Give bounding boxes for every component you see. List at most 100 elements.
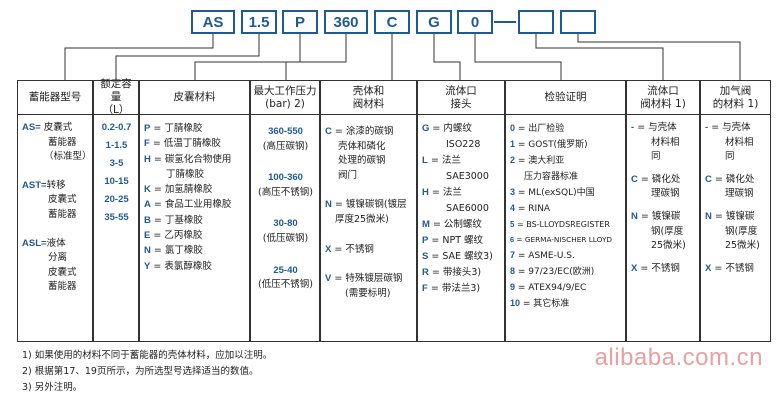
- code-box-pressure: 360: [324, 10, 368, 34]
- cert-item: 1 = GOST(俄罗斯): [510, 139, 588, 151]
- bladder-item: 丁腈橡胶: [166, 168, 205, 180]
- cert-item: 3 = ML(exSQL)中国: [510, 186, 595, 198]
- model-entry-ast: AST=转移 皮囊式 蓄能器: [22, 179, 77, 220]
- capacity-item: 35-55: [104, 212, 129, 223]
- column-header-bladder: 皮囊材料: [140, 81, 249, 115]
- bladder-item: N = 氯丁橡胶: [144, 245, 203, 257]
- connector-cert: [474, 34, 562, 80]
- port-item: M = 公制螺纹: [422, 219, 482, 230]
- model-entry-asl: ASL=液体 分离 皮囊式 蓄能器: [22, 237, 77, 293]
- model-entry-as: AS= 皮囊式 蓄能器 （标准型）: [22, 122, 92, 163]
- column-model: 蓄能器型号 AS= 皮囊式 蓄能器 （标准型） AST=转移 皮囊式 蓄能器 A…: [17, 80, 93, 342]
- code-box-cert: 0: [457, 10, 493, 34]
- column-header-pressure: 最大工作压力 (bar) 2): [251, 81, 319, 115]
- code-box-capacity: 1.5: [241, 10, 277, 34]
- fluid-valve-item: C = 磷化处理碳钢: [631, 173, 681, 200]
- column-body-bladder: P = 丁腈橡胶 F = 低温丁腈橡胶 H = 碳氢化合物使用 丁腈橡胶 K =…: [140, 117, 249, 341]
- column-header-fluid-port: 流体口 接头: [418, 81, 504, 115]
- code-box-fluid-valve: [518, 10, 554, 34]
- cert-item: 7 = ASME-U.S.: [510, 249, 575, 261]
- pressure-item: 100-360(高压不锈钢): [258, 172, 313, 198]
- cert-item: 8 = 97/23/EC(欧洲): [510, 265, 595, 277]
- cert-item: 9 = ATEX94/9/EC: [510, 282, 587, 294]
- connector-lines: [64, 34, 741, 80]
- connector-port: [433, 34, 461, 80]
- cert-item: 5 = BS-LLOYDSREGISTER: [510, 220, 610, 230]
- capacity-item: 10-15: [104, 176, 129, 187]
- column-header-certification: 检验证明: [506, 81, 625, 115]
- port-item: R = 带接头3): [422, 267, 482, 278]
- cert-item: 0 = 出厂检验: [510, 123, 565, 134]
- capacity-item: 20-25: [104, 194, 129, 205]
- pressure-item: 25-40(低压不锈钢): [258, 264, 313, 291]
- gas-valve-item: - = 与壳体材料相同: [705, 122, 754, 163]
- shell-item: X = 不锈钢: [325, 243, 374, 255]
- cert-item: 4 = RINA: [510, 203, 551, 215]
- watermark: alibaba.com.cn: [594, 344, 763, 371]
- column-header-capacity: 额定容量 （L）: [94, 78, 138, 116]
- capacity-item: 1-1.5: [105, 140, 128, 151]
- port-item: P = NPT 螺纹: [422, 235, 484, 246]
- column-pressure: 最大工作压力 (bar) 2) 360-550(高压碳钢) 100-360(高压…: [250, 80, 320, 342]
- column-fluid-valve: 流体口 阀材料 1) - = 与壳体材料相同 C = 磷化处理碳钢 N = 镀镍…: [626, 80, 700, 342]
- fluid-valve-item: - = 与壳体材料相同: [631, 122, 680, 163]
- column-certification: 检验证明 0 = 出厂检验 1 = GOST(俄罗斯) 2 = 澳大利亚压力容器…: [505, 80, 626, 342]
- footnote: 2) 根据第17、19页所示，为所选型号选择适当的数值。: [22, 366, 259, 377]
- pressure-item: 360-550(高压碳钢): [262, 126, 309, 152]
- separator-dash: [494, 21, 516, 23]
- bladder-item: H = 碳氢化合物使用: [144, 153, 232, 165]
- bladder-item: B = 丁基橡胶: [144, 214, 203, 226]
- connector-fluid-valve: [535, 34, 664, 80]
- column-header-model: 蓄能器型号: [18, 81, 92, 115]
- cert-item: 6 = GERMA-NISCHER LLOYD: [510, 235, 613, 245]
- bladder-item: E = 乙丙橡胶: [144, 230, 203, 242]
- fluid-valve-item: X = 不锈钢: [631, 262, 680, 274]
- column-gas-valve: 加气阀 的材料 1) - = 与壳体材料相同 C = 磷化处理碳钢 N = 镀镍…: [700, 80, 771, 342]
- footnote: 1) 如果使用的材料不同于蓄能器的壳体材料，应加以注明。: [22, 350, 273, 361]
- column-bladder: 皮囊材料 P = 丁腈橡胶 F = 低温丁腈橡胶 H = 碳氢化合物使用 丁腈橡…: [139, 80, 250, 342]
- connector-gas-valve: [577, 34, 741, 80]
- gas-valve-item: X = 不锈钢: [705, 262, 754, 274]
- column-body-pressure: 360-550(高压碳钢) 100-360(高压不锈钢) 30-80(低压碳钢)…: [251, 117, 319, 341]
- cert-item: 2 = 澳大利亚压力容器标准: [510, 155, 579, 182]
- bladder-item: P = 丁腈橡胶: [144, 123, 203, 134]
- column-header-shell: 壳体和 阀材料: [321, 81, 416, 115]
- connector-series: [64, 34, 214, 80]
- column-body-shell: C = 涂漆的碳钢 壳体和磷化 处理的碳钢 阀门 N = 镀镍碳钢(镀层 厚度2…: [321, 117, 416, 341]
- footnote: 3) 另外注明。: [22, 382, 83, 393]
- column-header-fluid-valve: 流体口 阀材料 1): [627, 81, 699, 115]
- code-box-bladder: P: [282, 10, 318, 34]
- footnotes: 1) 如果使用的材料不同于蓄能器的壳体材料，应加以注明。 2) 根据第17、19…: [22, 348, 272, 396]
- pressure-item: 30-80(低压碳钢): [262, 218, 309, 244]
- shell-item: N = 镀镍碳钢(镀层 厚度25微米): [325, 199, 407, 225]
- code-box-port: G: [416, 10, 452, 34]
- code-box-series: AS: [191, 10, 235, 34]
- bladder-item: Y = 表氯醇橡胶: [144, 260, 212, 272]
- code-box-shell: C: [374, 10, 410, 34]
- bladder-item: K = 加氢腈橡胶: [144, 184, 213, 196]
- connector-bladder: [194, 34, 301, 80]
- connector-pressure: [285, 34, 347, 80]
- column-body-model: AS= 皮囊式 蓄能器 （标准型） AST=转移 皮囊式 蓄能器 ASL=液体 …: [18, 117, 92, 341]
- column-body-certification: 0 = 出厂检验 1 = GOST(俄罗斯) 2 = 澳大利亚压力容器标准 3 …: [506, 117, 625, 341]
- shell-item: C = 涂漆的碳钢 壳体和磷化 处理的碳钢 阀门: [325, 126, 394, 181]
- port-item: F = 带法兰3): [422, 283, 481, 294]
- column-shell: 壳体和 阀材料 C = 涂漆的碳钢 壳体和磷化 处理的碳钢 阀门 N = 镀镍碳…: [320, 80, 417, 342]
- capacity-item: 3-5: [109, 158, 124, 169]
- code-box-gas-valve: [560, 10, 596, 34]
- column-header-gas-valve: 加气阀 的材料 1): [701, 81, 770, 115]
- bladder-item: A = 食品工业用橡胶: [144, 199, 232, 211]
- connector-capacity: [115, 34, 260, 80]
- shell-item: V = 特殊镀层碳钢 (需要标明): [325, 273, 403, 299]
- bladder-item: F = 低温丁腈橡胶: [144, 138, 221, 150]
- port-item: S = SAE 螺纹3): [422, 251, 493, 262]
